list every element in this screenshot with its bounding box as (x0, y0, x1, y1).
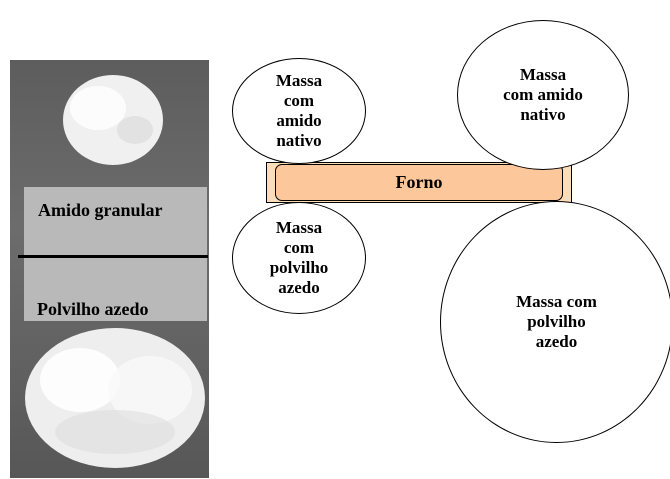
circle-bottom-right: Massa com polvilho azedo (440, 201, 670, 443)
oven-bar: Forno (266, 162, 572, 203)
circle-top-left-label: Massa com amido nativo (275, 71, 323, 150)
label-band (24, 187, 207, 321)
circle-bottom-left: Massa com polvilho azedo (232, 202, 366, 314)
circle-top-right-label: Massa com amido nativo (503, 65, 583, 124)
circle-bottom-left-label: Massa com polvilho azedo (269, 218, 329, 297)
label-polvilho-azedo: Polvilho azedo (37, 299, 149, 319)
circle-bottom-right-label: Massa com polvilho azedo (516, 292, 597, 351)
circle-top-right: Massa com amido nativo (457, 20, 629, 170)
oven-label: Forno (275, 164, 563, 201)
circle-top-left: Massa com amido nativo (232, 58, 366, 164)
divider-line (18, 255, 208, 258)
label-amido-granular: Amido granular (38, 200, 163, 220)
small-biscuit-image (63, 75, 163, 165)
large-biscuit-image (25, 328, 205, 468)
